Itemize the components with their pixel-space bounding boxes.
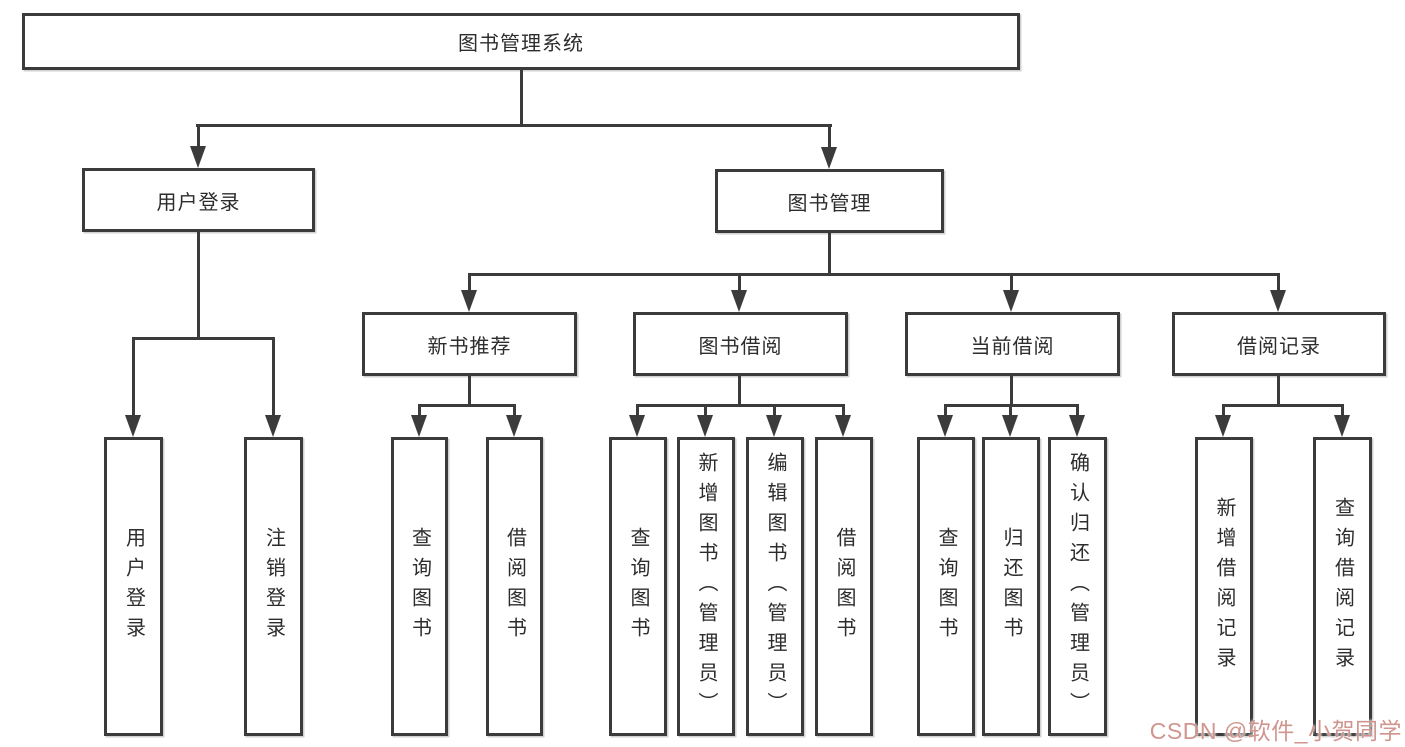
arrow-down-icon bbox=[1334, 415, 1350, 437]
connector-book-management-stem bbox=[828, 232, 831, 275]
leaf-user-login-label: 用户登录 bbox=[122, 526, 145, 647]
connector-to-bb-edit bbox=[773, 404, 776, 418]
connector-to-leaf-logout bbox=[272, 337, 275, 417]
leaf-user-login: 用户登录 bbox=[104, 437, 163, 736]
arrow-down-icon bbox=[835, 415, 851, 437]
connector-nb-stem bbox=[468, 375, 471, 406]
leaf-bb-edit-books-admin: 编辑图书（管理员） bbox=[746, 437, 804, 736]
leaf-cb-return-books-label: 归还图书 bbox=[1000, 526, 1022, 647]
connector-to-leaf-user-login bbox=[132, 337, 135, 417]
leaf-nb-query-books-label: 查询图书 bbox=[408, 526, 431, 647]
leaf-bb-add-books-admin: 新增图书（管理员） bbox=[677, 437, 735, 736]
leaf-cb-return-books: 归还图书 bbox=[982, 437, 1040, 736]
connector-to-br-add bbox=[1222, 404, 1225, 418]
connector-to-cb-return bbox=[1009, 404, 1012, 418]
node-current-borrow-label: 当前借阅 bbox=[970, 335, 1055, 358]
leaf-br-query-record-label: 查询借阅记录 bbox=[1331, 496, 1354, 677]
connector-to-bb-query bbox=[636, 404, 639, 418]
csdn-watermark: CSDN @软件_小贺同学 bbox=[1149, 718, 1402, 744]
leaf-bb-borrow-books-label: 借阅图书 bbox=[833, 526, 855, 647]
node-current-borrow: 当前借阅 bbox=[905, 312, 1120, 376]
node-root-label: 图书管理系统 bbox=[458, 33, 584, 55]
arrow-down-icon bbox=[1069, 415, 1085, 437]
connector-to-new-book-recommend bbox=[468, 273, 471, 293]
connector-to-current-borrow bbox=[1010, 273, 1013, 293]
node-borrow-records-label: 借阅记录 bbox=[1237, 335, 1321, 358]
connector-to-borrow-records bbox=[1277, 273, 1280, 293]
connector-to-nb-query bbox=[418, 404, 421, 418]
connector-root-to-book-management bbox=[828, 124, 831, 150]
connector-user-login-stem bbox=[197, 231, 200, 337]
connector-root-to-user-login bbox=[197, 124, 200, 150]
connector-to-bb-add bbox=[704, 404, 707, 418]
arrow-down-icon bbox=[937, 415, 953, 437]
leaf-logout-label: 注销登录 bbox=[262, 526, 285, 647]
arrow-down-icon bbox=[1002, 415, 1018, 437]
connector-root-stem bbox=[520, 70, 523, 124]
connector-root-bar bbox=[196, 124, 832, 127]
connector-nb-bar bbox=[418, 404, 516, 407]
connector-to-book-borrow bbox=[738, 273, 741, 293]
leaf-bb-query-books: 查询图书 bbox=[609, 437, 667, 736]
leaf-cb-query-books: 查询图书 bbox=[917, 437, 975, 736]
connector-bb-bar bbox=[636, 404, 845, 407]
leaf-bb-query-books-label: 查询图书 bbox=[627, 526, 649, 647]
connector-user-login-bar bbox=[132, 337, 275, 340]
arrow-down-icon bbox=[766, 415, 782, 437]
arrow-down-icon bbox=[125, 415, 141, 437]
node-book-borrow: 图书借阅 bbox=[633, 312, 848, 376]
leaf-cb-query-books-label: 查询图书 bbox=[935, 526, 957, 647]
leaf-br-add-record-label: 新增借阅记录 bbox=[1213, 496, 1235, 677]
connector-to-bb-borrow bbox=[842, 404, 845, 418]
arrow-down-icon bbox=[506, 415, 522, 437]
node-user-login: 用户登录 bbox=[82, 168, 315, 232]
node-book-borrow-label: 图书借阅 bbox=[698, 335, 783, 358]
connector-br-bar bbox=[1222, 404, 1344, 407]
node-user-login-label: 用户登录 bbox=[156, 191, 241, 214]
connector-to-nb-borrow bbox=[513, 404, 516, 418]
leaf-bb-edit-books-admin-label: 编辑图书（管理员） bbox=[764, 451, 786, 722]
connector-cb-stem bbox=[1010, 375, 1013, 406]
leaf-br-query-record: 查询借阅记录 bbox=[1313, 437, 1372, 736]
leaf-nb-borrow-books: 借阅图书 bbox=[486, 437, 543, 736]
arrow-down-icon bbox=[1003, 290, 1019, 312]
leaf-cb-confirm-return-admin: 确认归还（管理员） bbox=[1048, 437, 1107, 736]
node-new-book-recommend: 新书推荐 bbox=[362, 312, 577, 376]
connector-bb-stem bbox=[738, 375, 741, 406]
arrow-down-icon bbox=[461, 290, 477, 312]
node-book-management: 图书管理 bbox=[715, 169, 944, 233]
leaf-cb-confirm-return-admin-label: 确认归还（管理员） bbox=[1066, 451, 1089, 722]
arrow-down-icon bbox=[731, 290, 747, 312]
node-new-book-recommend-label: 新书推荐 bbox=[427, 335, 512, 358]
arrow-down-icon bbox=[411, 415, 427, 437]
arrow-down-icon bbox=[190, 146, 206, 168]
connector-br-stem bbox=[1277, 375, 1280, 406]
node-borrow-records: 借阅记录 bbox=[1172, 312, 1386, 376]
arrow-down-icon bbox=[1215, 415, 1231, 437]
node-book-management-label: 图书管理 bbox=[787, 192, 872, 215]
arrow-down-icon bbox=[1270, 290, 1286, 312]
arrow-down-icon bbox=[821, 147, 837, 169]
leaf-bb-add-books-admin-label: 新增图书（管理员） bbox=[695, 451, 717, 722]
connector-to-cb-query bbox=[944, 404, 947, 418]
arrow-down-icon bbox=[265, 415, 281, 437]
connector-to-br-query bbox=[1341, 404, 1344, 418]
connector-book-management-bar bbox=[469, 273, 1280, 276]
leaf-nb-query-books: 查询图书 bbox=[391, 437, 448, 736]
node-root: 图书管理系统 bbox=[22, 13, 1020, 70]
leaf-nb-borrow-books-label: 借阅图书 bbox=[503, 526, 526, 647]
leaf-br-add-record: 新增借阅记录 bbox=[1195, 437, 1253, 736]
connector-to-cb-confirm bbox=[1076, 404, 1079, 418]
arrow-down-icon bbox=[629, 415, 645, 437]
leaf-logout: 注销登录 bbox=[244, 437, 303, 736]
arrow-down-icon bbox=[697, 415, 713, 437]
leaf-bb-borrow-books: 借阅图书 bbox=[815, 437, 873, 736]
